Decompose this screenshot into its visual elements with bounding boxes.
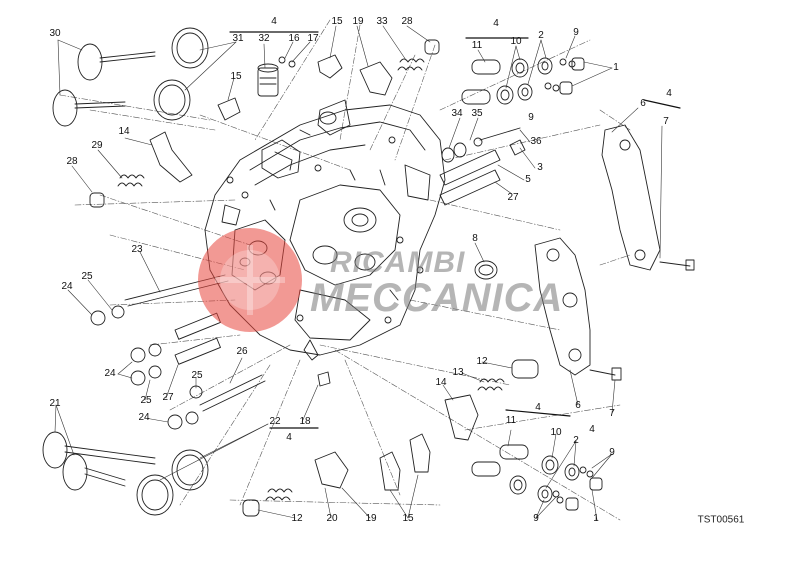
callout-3: 3 bbox=[537, 162, 543, 173]
callout-9-top: 9 bbox=[573, 27, 579, 38]
callout-28-top: 28 bbox=[401, 16, 413, 27]
callout-29: 29 bbox=[91, 140, 103, 151]
valves-bottom-left bbox=[42, 431, 209, 516]
callout-13: 13 bbox=[452, 367, 464, 378]
callout-19-bottom: 19 bbox=[365, 513, 377, 524]
callout-15-left: 15 bbox=[230, 71, 242, 82]
callout-15-bottom: 15 bbox=[402, 513, 414, 524]
callout-28-left: 28 bbox=[66, 156, 78, 167]
upper-small-parts bbox=[217, 54, 343, 121]
callout-12-bottom: 12 bbox=[291, 513, 303, 524]
callout-4-bottom-right: 4 bbox=[535, 402, 541, 413]
callout-31: 31 bbox=[232, 33, 244, 44]
callout-9-low: 9 bbox=[609, 447, 615, 458]
bottom-right-valve-stack bbox=[471, 444, 603, 511]
callout-24-b: 24 bbox=[104, 368, 116, 379]
callout-27-mid: 27 bbox=[162, 392, 174, 403]
callout-26: 26 bbox=[236, 346, 248, 357]
callout-11-top: 11 bbox=[471, 40, 483, 51]
callout-23: 23 bbox=[131, 244, 143, 255]
callout-25-a: 25 bbox=[81, 271, 93, 282]
callout-20: 20 bbox=[326, 513, 338, 524]
callout-2-low: 2 bbox=[573, 435, 579, 446]
callout-19-top: 19 bbox=[352, 16, 364, 27]
callout-22: 22 bbox=[269, 416, 281, 427]
callout-17: 17 bbox=[307, 33, 319, 44]
callout-25-b: 25 bbox=[140, 395, 152, 406]
callout-4-top: 4 bbox=[271, 16, 277, 27]
callout-8: 8 bbox=[472, 233, 478, 244]
callout-12-mid: 12 bbox=[476, 356, 488, 367]
callout-4-right-top: 4 bbox=[493, 18, 499, 29]
callout-25-c: 25 bbox=[191, 370, 203, 381]
callout-14-top: 14 bbox=[118, 126, 130, 137]
callout-14-low: 14 bbox=[435, 377, 447, 388]
callout-7-low: 7 bbox=[609, 408, 615, 419]
left-rocker-spring bbox=[89, 131, 193, 208]
right-bracket bbox=[601, 124, 695, 271]
callout-36: 36 bbox=[530, 136, 542, 147]
callout-6-low: 6 bbox=[575, 400, 581, 411]
callout-24-a: 24 bbox=[61, 281, 73, 292]
callout-30: 30 bbox=[49, 28, 61, 39]
assembly-lines bbox=[59, 19, 631, 521]
mid-right-rocker-spring bbox=[444, 359, 539, 441]
callout-1-top: 1 bbox=[613, 62, 619, 73]
callout-5: 5 bbox=[525, 174, 531, 185]
callout-6-top: 6 bbox=[640, 98, 646, 109]
callout-10-low: 10 bbox=[550, 427, 562, 438]
callout-4-low-right: 4 bbox=[589, 424, 595, 435]
callout-11-low: 11 bbox=[505, 415, 517, 426]
callout-10-top: 10 bbox=[510, 36, 522, 47]
callout-1-low: 1 bbox=[593, 513, 599, 524]
callout-35: 35 bbox=[471, 108, 483, 119]
bottom-rockers-springs bbox=[242, 433, 431, 517]
callout-9-low-2: 9 bbox=[533, 513, 539, 524]
callout-4-low: 4 bbox=[286, 432, 292, 443]
callout-21: 21 bbox=[49, 398, 61, 409]
callout-9-top-2: 9 bbox=[528, 112, 534, 123]
valves-top-left bbox=[52, 27, 209, 127]
callout-33: 33 bbox=[376, 16, 388, 27]
drawing-code-label: TST00561 bbox=[697, 514, 745, 526]
callout-15-top: 15 bbox=[331, 16, 343, 27]
callout-24-c: 24 bbox=[138, 412, 150, 423]
group-brackets bbox=[229, 31, 681, 429]
callout-7-top: 7 bbox=[663, 116, 669, 127]
leader-lines bbox=[54, 25, 663, 521]
top-rockers-springs bbox=[359, 39, 440, 96]
top-right-valve-stack bbox=[461, 57, 585, 105]
callout-32: 32 bbox=[258, 33, 270, 44]
cylinder-head-block bbox=[204, 99, 446, 387]
lower-right-bracket bbox=[474, 237, 622, 381]
callout-18: 18 bbox=[299, 416, 311, 427]
callout-2-top: 2 bbox=[538, 30, 544, 41]
callout-27-top: 27 bbox=[507, 192, 519, 203]
callout-4-far-right: 4 bbox=[666, 88, 672, 99]
callout-16: 16 bbox=[288, 33, 300, 44]
cam-support-parts bbox=[439, 127, 526, 206]
callout-34: 34 bbox=[451, 108, 463, 119]
